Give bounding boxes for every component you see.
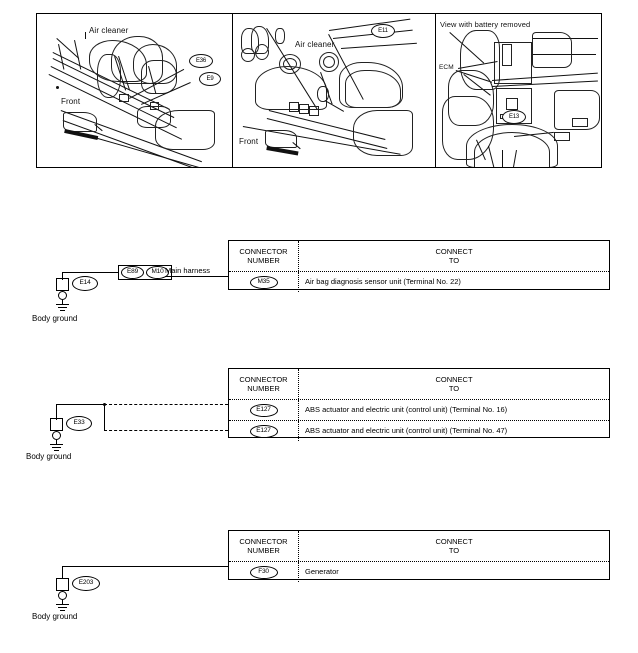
connector-number-e127-b: E127	[249, 424, 278, 438]
connector-table-2: CONNECTOR NUMBER CONNECT TO E127 ABS act…	[228, 368, 610, 441]
header-connect-to-1: CONNECT TO	[435, 246, 473, 265]
inline-connector-m10: M10	[146, 266, 169, 279]
photo-label-front: Front	[61, 97, 81, 106]
row-connector-number: F30	[229, 562, 299, 582]
photo-panel-air-cleaner-right: Air cleaner E11 Front	[233, 14, 436, 167]
table-row: E127 ABS actuator and electric unit (con…	[229, 421, 609, 441]
photo-connector-bubble-e13: E13	[502, 110, 526, 124]
photo-panel-battery-removed: View with battery removed ECM E13	[436, 14, 601, 167]
row-connect-to: ABS actuator and electric unit (control …	[305, 405, 508, 415]
photo-connector-bubble-e9: E9	[199, 72, 221, 86]
photo-panel-strip: Air cleaner E36 E9 Front	[36, 13, 602, 168]
table-header-3: CONNECTOR NUMBER CONNECT TO	[229, 531, 609, 562]
header-connect-to-3: CONNECT TO	[435, 536, 473, 555]
connector-number-f30: F30	[249, 565, 278, 579]
row-connect-to: Air bag diagnosis sensor unit (Terminal …	[305, 277, 461, 287]
photo-connector-bubble-e36: E36	[189, 54, 213, 68]
row-connector-number: E127	[229, 400, 299, 420]
connector-table-3: CONNECTOR NUMBER CONNECT TO F30 Generato…	[228, 530, 610, 582]
photo-label-view-with-battery-removed: View with battery removed	[440, 20, 531, 29]
inline-connector-pair-1: E89 M10	[118, 265, 172, 280]
ground-connector-number-1: E14	[72, 276, 98, 291]
connector-table-1: CONNECTOR NUMBER CONNECT TO M35 Air bag …	[228, 240, 610, 292]
header-connector-number-1: CONNECTOR NUMBER	[229, 241, 299, 271]
header-connector-number-2: CONNECTOR NUMBER	[229, 369, 299, 399]
body-ground-label-3: Body ground	[32, 612, 78, 621]
photo-panel-air-cleaner-left: Air cleaner E36 E9 Front	[37, 14, 233, 167]
photo-label-air-cleaner-2: Air cleaner	[295, 40, 335, 49]
table-row: M35 Air bag diagnosis sensor unit (Termi…	[229, 272, 609, 292]
photo-label-front-2: Front	[239, 137, 259, 146]
photo-connector-bubble-e11: E11	[371, 24, 395, 38]
ground-connector-number-3: E203	[72, 576, 100, 591]
main-harness-label: Main harness	[165, 266, 211, 275]
table-row: F30 Generator	[229, 562, 609, 582]
ground-connector-number-2: E33	[66, 416, 92, 431]
body-ground-label-2: Body ground	[26, 452, 72, 461]
row-connector-number: M35	[229, 272, 299, 292]
row-connect-to: Generator	[305, 567, 339, 577]
table-header-2: CONNECTOR NUMBER CONNECT TO	[229, 369, 609, 400]
connector-number-m35: M35	[249, 275, 278, 289]
row-connector-number: E127	[229, 421, 299, 441]
inline-connector-e89: E89	[121, 266, 144, 279]
row-connect-to: ABS actuator and electric unit (control …	[305, 426, 508, 436]
header-connector-number-3: CONNECTOR NUMBER	[229, 531, 299, 561]
connector-number-e127-a: E127	[249, 403, 278, 417]
photo-label-ecm: ECM	[439, 64, 454, 71]
body-ground-label-1: Body ground	[32, 314, 78, 323]
photo-label-air-cleaner: Air cleaner	[89, 26, 129, 35]
table-row: E127 ABS actuator and electric unit (con…	[229, 400, 609, 421]
table-header-1: CONNECTOR NUMBER CONNECT TO	[229, 241, 609, 272]
header-connect-to-2: CONNECT TO	[435, 374, 473, 393]
